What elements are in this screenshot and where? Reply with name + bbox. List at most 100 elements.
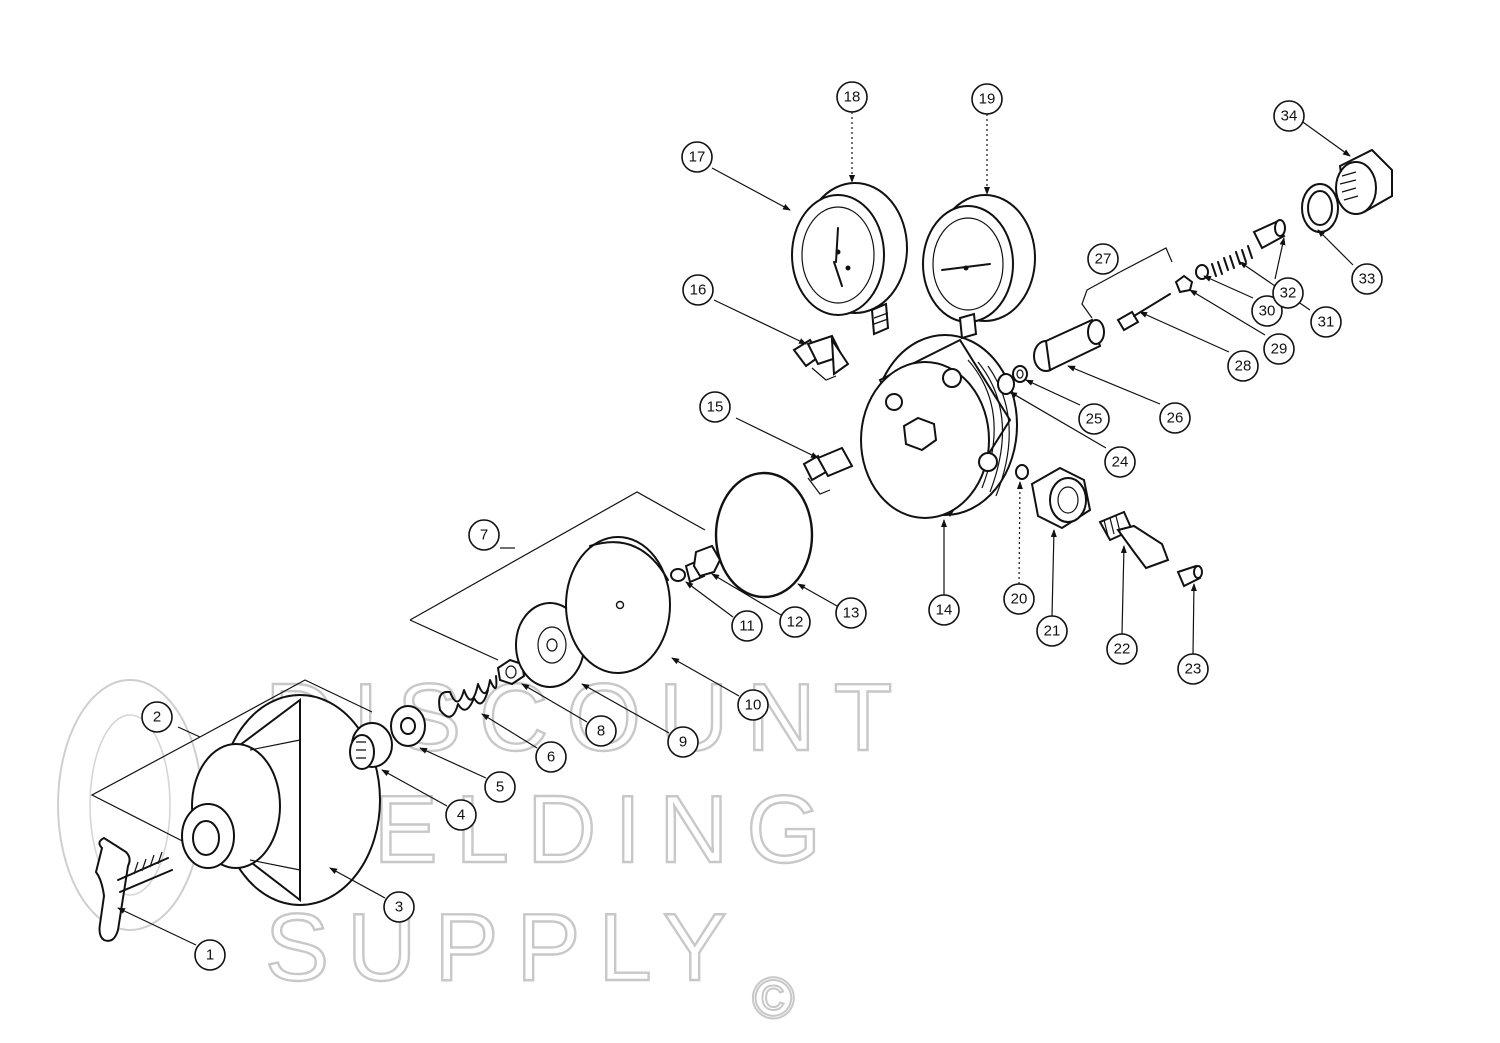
part-17-gauge	[791, 182, 908, 336]
part-12-valve	[684, 544, 722, 584]
part-33-washer	[1301, 183, 1339, 233]
svg-text:15: 15	[707, 399, 724, 416]
callout-7: 7	[468, 519, 500, 551]
callout-14: 14	[928, 594, 960, 626]
part-21-nut	[1030, 466, 1092, 530]
svg-text:30: 30	[1259, 303, 1276, 320]
callout-12: 12	[779, 606, 811, 638]
part-25-washer	[1012, 365, 1028, 383]
svg-text:31: 31	[1318, 314, 1335, 331]
part-5-washer	[390, 705, 426, 747]
svg-text:24: 24	[1112, 454, 1129, 471]
part-30	[1195, 264, 1209, 280]
part-2-bonnet	[181, 694, 381, 906]
svg-text:34: 34	[1281, 108, 1298, 125]
callouts: 1 2 3 4 5 6 7 8 9 10 11 12 13 14 15 16 1…	[141, 81, 1383, 971]
callout-19: 19	[971, 83, 1003, 115]
part-32-filter-tube	[1252, 219, 1286, 250]
callout-30: 30	[1251, 295, 1283, 327]
svg-text:20: 20	[1011, 591, 1028, 608]
svg-text:19: 19	[979, 91, 996, 108]
part-19-gauge	[922, 194, 1036, 340]
svg-text:12: 12	[787, 614, 804, 631]
part-15-fitting	[802, 446, 854, 495]
callout-10: 10	[737, 689, 769, 721]
svg-text:21: 21	[1044, 623, 1061, 640]
svg-text:16: 16	[690, 282, 707, 299]
part-10-diaphragm	[565, 536, 671, 674]
callout-8: 8	[585, 715, 617, 747]
part-11	[670, 568, 686, 582]
svg-text:8: 8	[597, 723, 605, 740]
part-34-inlet-nut	[1335, 148, 1393, 215]
callout-31: 31	[1310, 306, 1342, 338]
svg-text:7: 7	[480, 527, 488, 544]
callout-15: 15	[699, 391, 731, 423]
svg-text:3: 3	[395, 899, 403, 916]
callout-29: 29	[1263, 333, 1295, 365]
callout-28: 28	[1227, 350, 1259, 382]
svg-text:4: 4	[457, 807, 465, 824]
svg-text:27: 27	[1095, 251, 1112, 268]
parts	[94, 148, 1393, 942]
callout-11: 11	[731, 610, 763, 642]
svg-text:5: 5	[496, 779, 504, 796]
svg-text:17: 17	[689, 149, 706, 166]
svg-text:6: 6	[547, 749, 555, 766]
part-4	[349, 722, 393, 770]
callout-24: 24	[1104, 446, 1136, 478]
svg-text:10: 10	[745, 697, 762, 714]
svg-text:32: 32	[1280, 285, 1297, 302]
part-13-o-ring	[714, 471, 814, 599]
watermark-line-3: SUPPLY	[265, 894, 745, 1001]
svg-text:2: 2	[153, 709, 161, 726]
callout-27: 27	[1087, 243, 1119, 275]
callout-16: 16	[682, 274, 714, 306]
part-1-adjusting-screw	[94, 836, 173, 942]
svg-text:11: 11	[739, 618, 755, 635]
callout-4: 4	[445, 799, 477, 831]
callout-17: 17	[681, 141, 713, 173]
part-26-filter	[1033, 318, 1105, 372]
svg-text:14: 14	[936, 602, 953, 619]
svg-text:28: 28	[1235, 358, 1252, 375]
callout-32: 32	[1272, 277, 1304, 309]
svg-text:1: 1	[206, 947, 214, 964]
callout-6: 6	[535, 741, 567, 773]
callout-5: 5	[484, 771, 516, 803]
part-29	[1174, 274, 1194, 294]
part-14-body	[860, 334, 1018, 519]
callout-21: 21	[1036, 615, 1068, 647]
callout-2: 2	[141, 701, 173, 733]
part-6-spring	[438, 675, 498, 718]
callout-26: 26	[1159, 402, 1191, 434]
svg-text:13: 13	[843, 605, 860, 622]
callout-18: 18	[836, 81, 868, 113]
watermark-logo-icon	[57, 679, 203, 931]
callout-13: 13	[835, 597, 867, 629]
group-brackets	[90, 247, 1173, 851]
svg-text:26: 26	[1167, 410, 1184, 427]
part-31-spring	[1211, 245, 1253, 277]
part-28-needle	[1116, 293, 1171, 332]
part-8-nut	[496, 658, 526, 686]
callout-22: 22	[1106, 633, 1138, 665]
svg-text:29: 29	[1271, 341, 1288, 358]
callout-9: 9	[667, 726, 699, 758]
callout-34: 34	[1273, 100, 1305, 132]
callout-23: 23	[1177, 653, 1209, 685]
part-16-fitting	[792, 334, 850, 381]
svg-text:22: 22	[1114, 641, 1131, 658]
callout-1: 1	[194, 939, 226, 971]
svg-text:23: 23	[1185, 661, 1202, 678]
svg-text:9: 9	[679, 734, 687, 751]
svg-text:25: 25	[1086, 411, 1103, 428]
callout-25: 25	[1078, 403, 1110, 435]
part-23-pin	[1176, 564, 1203, 588]
svg-text:33: 33	[1359, 271, 1376, 288]
callout-33: 33	[1351, 263, 1383, 295]
callout-20: 20	[1003, 583, 1035, 615]
callout-3: 3	[383, 891, 415, 923]
svg-text:18: 18	[844, 89, 861, 106]
